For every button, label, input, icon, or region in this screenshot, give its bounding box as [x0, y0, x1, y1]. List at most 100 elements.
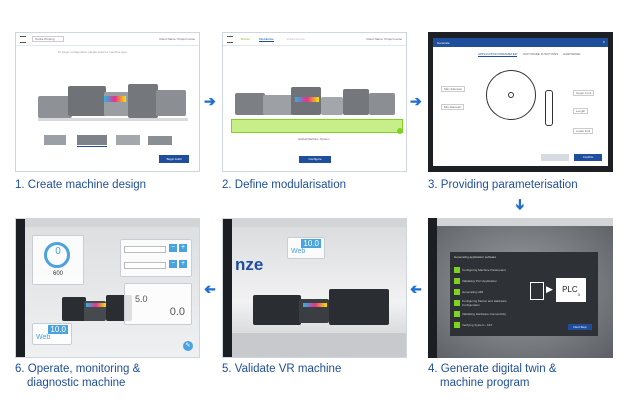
step-caption-3: 3. Providing parameterisation [428, 178, 578, 192]
panel-define-modularisation: Builder Modularise Parameterise Client N… [222, 32, 407, 172]
top-strip [232, 219, 406, 227]
minus-button[interactable]: − [169, 244, 177, 252]
hmi-machine [62, 291, 132, 325]
tab-modularise[interactable]: Modularise [259, 37, 274, 42]
brand-wall: nze [235, 255, 263, 275]
tab-software-functions[interactable]: SOFTWARE FUNCTIONS [523, 52, 558, 56]
panel-providing-parameterisation: Generate ✕ APPLICATION PARAMETER SOFTWAR… [428, 32, 613, 172]
side-tab[interactable] [16, 219, 25, 357]
step-label-line2: machine program [428, 376, 557, 390]
tab-application-parameter[interactable]: APPLICATION PARAMETER [478, 52, 517, 57]
cancel-button[interactable] [541, 154, 569, 161]
check-icon [454, 300, 460, 306]
control-panel-top[interactable]: − + − + [120, 239, 192, 277]
readout-unit: Web [291, 248, 305, 255]
readout-value-3: 0.0 [170, 306, 185, 318]
step-caption-2: 2. Define modularisation [222, 178, 346, 192]
step-caption-4: 4. Generate digital twin & machine progr… [428, 362, 557, 390]
step-caption-1: 1. Create machine design [15, 178, 146, 192]
side-tab[interactable] [223, 219, 232, 357]
edit-icon[interactable]: ✎ [183, 341, 193, 351]
field-lower-limit[interactable]: Lower limit [573, 128, 593, 134]
floor [232, 333, 406, 357]
add-module-icon[interactable] [397, 128, 403, 134]
machine-type-dropdown[interactable]: Textile Printing [32, 36, 64, 42]
step-label: Validate VR machine [235, 363, 342, 375]
input-field[interactable] [124, 262, 166, 269]
plus-button[interactable]: + [179, 244, 187, 252]
hint-text: To begin configuration please select a m… [58, 50, 127, 54]
progress-list: Configuring Machine Parameters Validatin… [454, 264, 524, 330]
generate-dialog: Generating application software Configur… [450, 252, 598, 336]
close-icon[interactable]: ✕ [602, 40, 605, 44]
panel-generate-digital-twin: Generating application software Configur… [428, 218, 613, 358]
global-system-highlight[interactable] [231, 119, 403, 133]
step-label: Create machine design [28, 179, 146, 191]
menu-icon[interactable] [20, 36, 26, 43]
arrow-left-icon: ➔ [204, 281, 216, 298]
readout-unit: Web [36, 334, 50, 341]
step-number: 4. [428, 363, 438, 375]
plus-button[interactable]: + [179, 260, 187, 268]
web-readout-panel[interactable]: 10.0 Web [287, 237, 325, 259]
step-number: 5. [222, 363, 232, 375]
machine-thumbnails[interactable] [44, 133, 174, 147]
gauge-panel[interactable]: 0 600 [32, 235, 84, 285]
list-item: Validating PLC Application [454, 275, 524, 286]
client-name: Client Name: Project name [366, 37, 402, 41]
step-number: 2. [222, 179, 232, 191]
panel-operate-monitor: 0 600 − + − + 5.0 0.0 10.0 Web ✎ [15, 218, 200, 358]
step-label-line2: diagnostic machine [15, 376, 140, 390]
plc-label: PLC [562, 285, 578, 294]
machine-render [38, 78, 188, 126]
next-step-button[interactable]: Next Step [568, 324, 592, 330]
plc-subscript: 3 [578, 292, 580, 297]
arrow-right-icon: ➔ [204, 93, 216, 110]
menu-icon[interactable] [227, 36, 233, 43]
readout-panel-right[interactable]: 5.0 0.0 [124, 283, 192, 325]
step-number: 1. [15, 179, 25, 191]
arrow-left-icon: ➔ [410, 281, 422, 298]
dialog: Generate ✕ APPLICATION PARAMETER SOFTWAR… [433, 38, 608, 166]
list-item: Generating HMI [454, 286, 524, 297]
input-field[interactable] [124, 246, 166, 253]
field-upper-limit[interactable]: Upper Limit [573, 90, 594, 96]
check-icon [454, 311, 460, 317]
panel-create-machine-design: Textile Printing Client Name: Project na… [15, 32, 200, 172]
field-max-diameter[interactable]: Max diameter [441, 86, 465, 92]
step-caption-6: 6. Operate, monitoring & diagnostic mach… [15, 362, 140, 390]
tab-parameterise[interactable]: Parameterise [287, 37, 305, 41]
top-strip [437, 218, 613, 226]
list-item: Validating Hardware Connectivity [454, 308, 524, 319]
arrow-down-icon: ➔ [511, 199, 528, 211]
step-number: 3. [428, 179, 438, 191]
dialog-header: Generating application software [454, 255, 496, 259]
gauge-sub: 600 [33, 271, 83, 277]
top-bar: Textile Printing Client Name: Project na… [16, 33, 199, 46]
step-number: 6. [15, 363, 25, 375]
gauge-value: 0 [33, 246, 83, 257]
configure-button[interactable]: Configure [299, 156, 331, 163]
minus-button[interactable]: − [169, 260, 177, 268]
tab-builder[interactable]: Builder [241, 37, 250, 41]
field-length[interactable]: Length [573, 108, 588, 114]
confirm-button[interactable]: Confirm [574, 154, 602, 161]
tension-arm [545, 90, 553, 126]
side-tab[interactable] [428, 218, 437, 358]
vr-machine [253, 281, 393, 331]
panel-validate-vr: nze 10.0 Web [222, 218, 407, 358]
begin-build-button[interactable]: Begin build [159, 155, 189, 163]
check-icon [454, 289, 460, 295]
field-min-diameter[interactable]: Min diameter [441, 104, 464, 110]
readout-value: 10.0 [301, 239, 321, 248]
plc-box: PLC3 [556, 278, 586, 302]
web-readout-panel[interactable]: 10.0 Web [32, 323, 72, 345]
client-name: Client Name: Project name [159, 37, 195, 41]
system-label: Global Machine System [298, 137, 330, 141]
list-item: Verifying System - FAT [454, 319, 524, 330]
check-icon [454, 322, 460, 328]
readout-value-2: 5.0 [135, 294, 148, 304]
readout-value: 10.0 [48, 325, 68, 334]
check-icon [454, 278, 460, 284]
tab-hardware[interactable]: HARDWARE [563, 52, 580, 56]
